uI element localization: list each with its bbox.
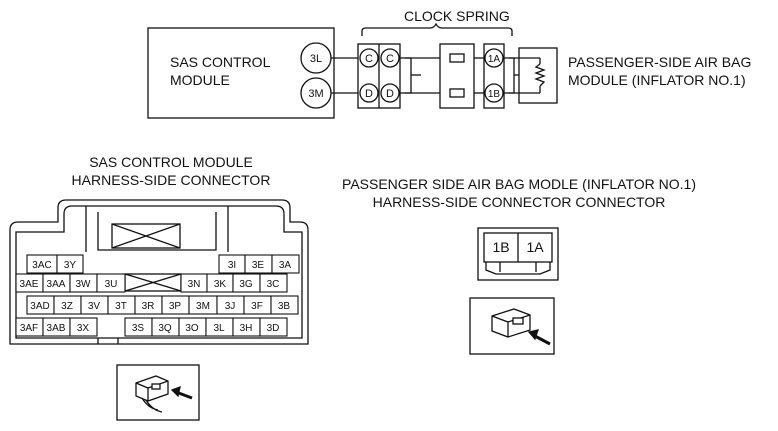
sas-connector-housing — [9, 199, 309, 345]
airbag-connector-housing — [477, 227, 559, 281]
sas-pin-label: 3AF — [20, 323, 38, 334]
sas-pin-label: 3M — [196, 301, 210, 312]
sas-pin-cell — [259, 317, 288, 337]
sas-pin-label: 3C — [267, 279, 280, 290]
sas-pin-label: 3D — [267, 323, 280, 334]
sas-pin-label: 3B — [278, 301, 291, 312]
sas-pin-label: 3Z — [61, 301, 73, 312]
sas-pin-cell — [69, 317, 98, 337]
spiral-cable-lower — [449, 88, 465, 98]
shorting-bar-right — [509, 57, 515, 94]
sas-pin-label: 3I — [228, 260, 236, 271]
terminal-c-2-label: C — [386, 53, 394, 65]
sas-connector-title-line1: SAS CONTROL MODULE — [89, 154, 253, 170]
spiral-cable-upper — [449, 53, 465, 63]
sas-connector-title-line2: HARNESS-SIDE CONNECTOR — [72, 172, 271, 188]
sas-pin-cell — [259, 273, 288, 293]
sas-pin-label: 3L — [213, 323, 225, 334]
airbag-connector-title-line1: PASSENGER SIDE AIR BAG MODLE (INFLATOR N… — [342, 176, 696, 192]
clock-spring-brace — [361, 22, 513, 36]
sas-pin-label: 3AD — [30, 301, 49, 312]
sas-pin-label: 3V — [88, 301, 101, 312]
airbag-module-label-line1: PASSENGER-SIDE AIR BAG — [568, 54, 751, 70]
airbag-connector-title-line2: HARNESS-SIDE CONNECTOR CONNECTOR — [373, 194, 666, 210]
sas-pin-label: 3J — [225, 301, 236, 312]
terminal-d-1 — [359, 83, 379, 103]
terminal-d-1-label: D — [365, 88, 373, 100]
terminal-c-1 — [359, 48, 379, 68]
sas-pin-label: 3N — [188, 279, 201, 290]
sas-pin-label: 3R — [142, 301, 155, 312]
sas-pin-cell — [96, 273, 126, 293]
sas-module-label-line1: SAS CONTROL — [170, 54, 271, 70]
sas-pin-label: 3T — [115, 301, 127, 312]
airbag-connector-view-icon — [469, 297, 555, 355]
sas-pin-label: 3W — [76, 279, 92, 290]
inflator-resistor-icon — [534, 63, 546, 87]
sas-connector-pin-labels: 3AC 3Y 3I 3E 3A 3AE 3AA 3W 3U 3N 3K 3G 3… — [20, 260, 292, 334]
sas-control-module-box — [147, 27, 335, 119]
sas-pin-label: 3AA — [47, 279, 66, 290]
shorting-bar-left — [405, 57, 412, 94]
sas-pin-label: 3AE — [20, 279, 39, 290]
sas-pin-label: 3O — [185, 323, 199, 334]
sas-pin-label: 3AB — [47, 323, 66, 334]
sas-pin-label: 3Q — [158, 323, 172, 334]
sas-pin-label: 3E — [252, 260, 265, 271]
sas-module-label-line2: MODULE — [170, 72, 230, 88]
terminal-d-2-label: D — [386, 88, 394, 100]
terminal-1b-label: 1B — [488, 89, 501, 100]
sas-connector-view-icon — [116, 364, 200, 421]
sas-pin-label: 3U — [105, 279, 118, 290]
airbag-pin-1a-label: 1A — [526, 239, 544, 255]
wiring-schematic — [147, 22, 558, 119]
sas-pin-label: 3K — [214, 279, 227, 290]
sas-pin-label: 3A — [279, 260, 292, 271]
sas-pin-label: 3P — [169, 301, 182, 312]
sas-pin-cell — [271, 254, 300, 274]
sas-pin-cell — [56, 254, 84, 274]
sas-pin-label: 3H — [240, 323, 253, 334]
sas-pin-cell — [270, 295, 299, 315]
sas-connector-pins — [15, 254, 300, 337]
sas-pin-label: 3G — [239, 279, 253, 290]
sas-pin-label: 3X — [77, 323, 90, 334]
inflator-module-box — [518, 47, 558, 104]
sas-pin-label: 3Y — [64, 260, 77, 271]
sas-pin-label: 3S — [132, 323, 145, 334]
sas-pin-3m-label: 3M — [308, 88, 323, 100]
sas-pin-label: 3AC — [32, 260, 51, 271]
airbag-module-label-line2: MODULE (INFLATOR NO.1) — [568, 72, 746, 88]
clock-spring-label: CLOCK SPRING — [404, 8, 510, 24]
terminal-1a-label: 1A — [488, 54, 501, 65]
airbag-pin-1b-label: 1B — [492, 239, 509, 255]
terminal-c-1-label: C — [365, 53, 373, 65]
sas-pin-3l-label: 3L — [310, 53, 322, 65]
sas-pin-label: 3F — [251, 301, 263, 312]
